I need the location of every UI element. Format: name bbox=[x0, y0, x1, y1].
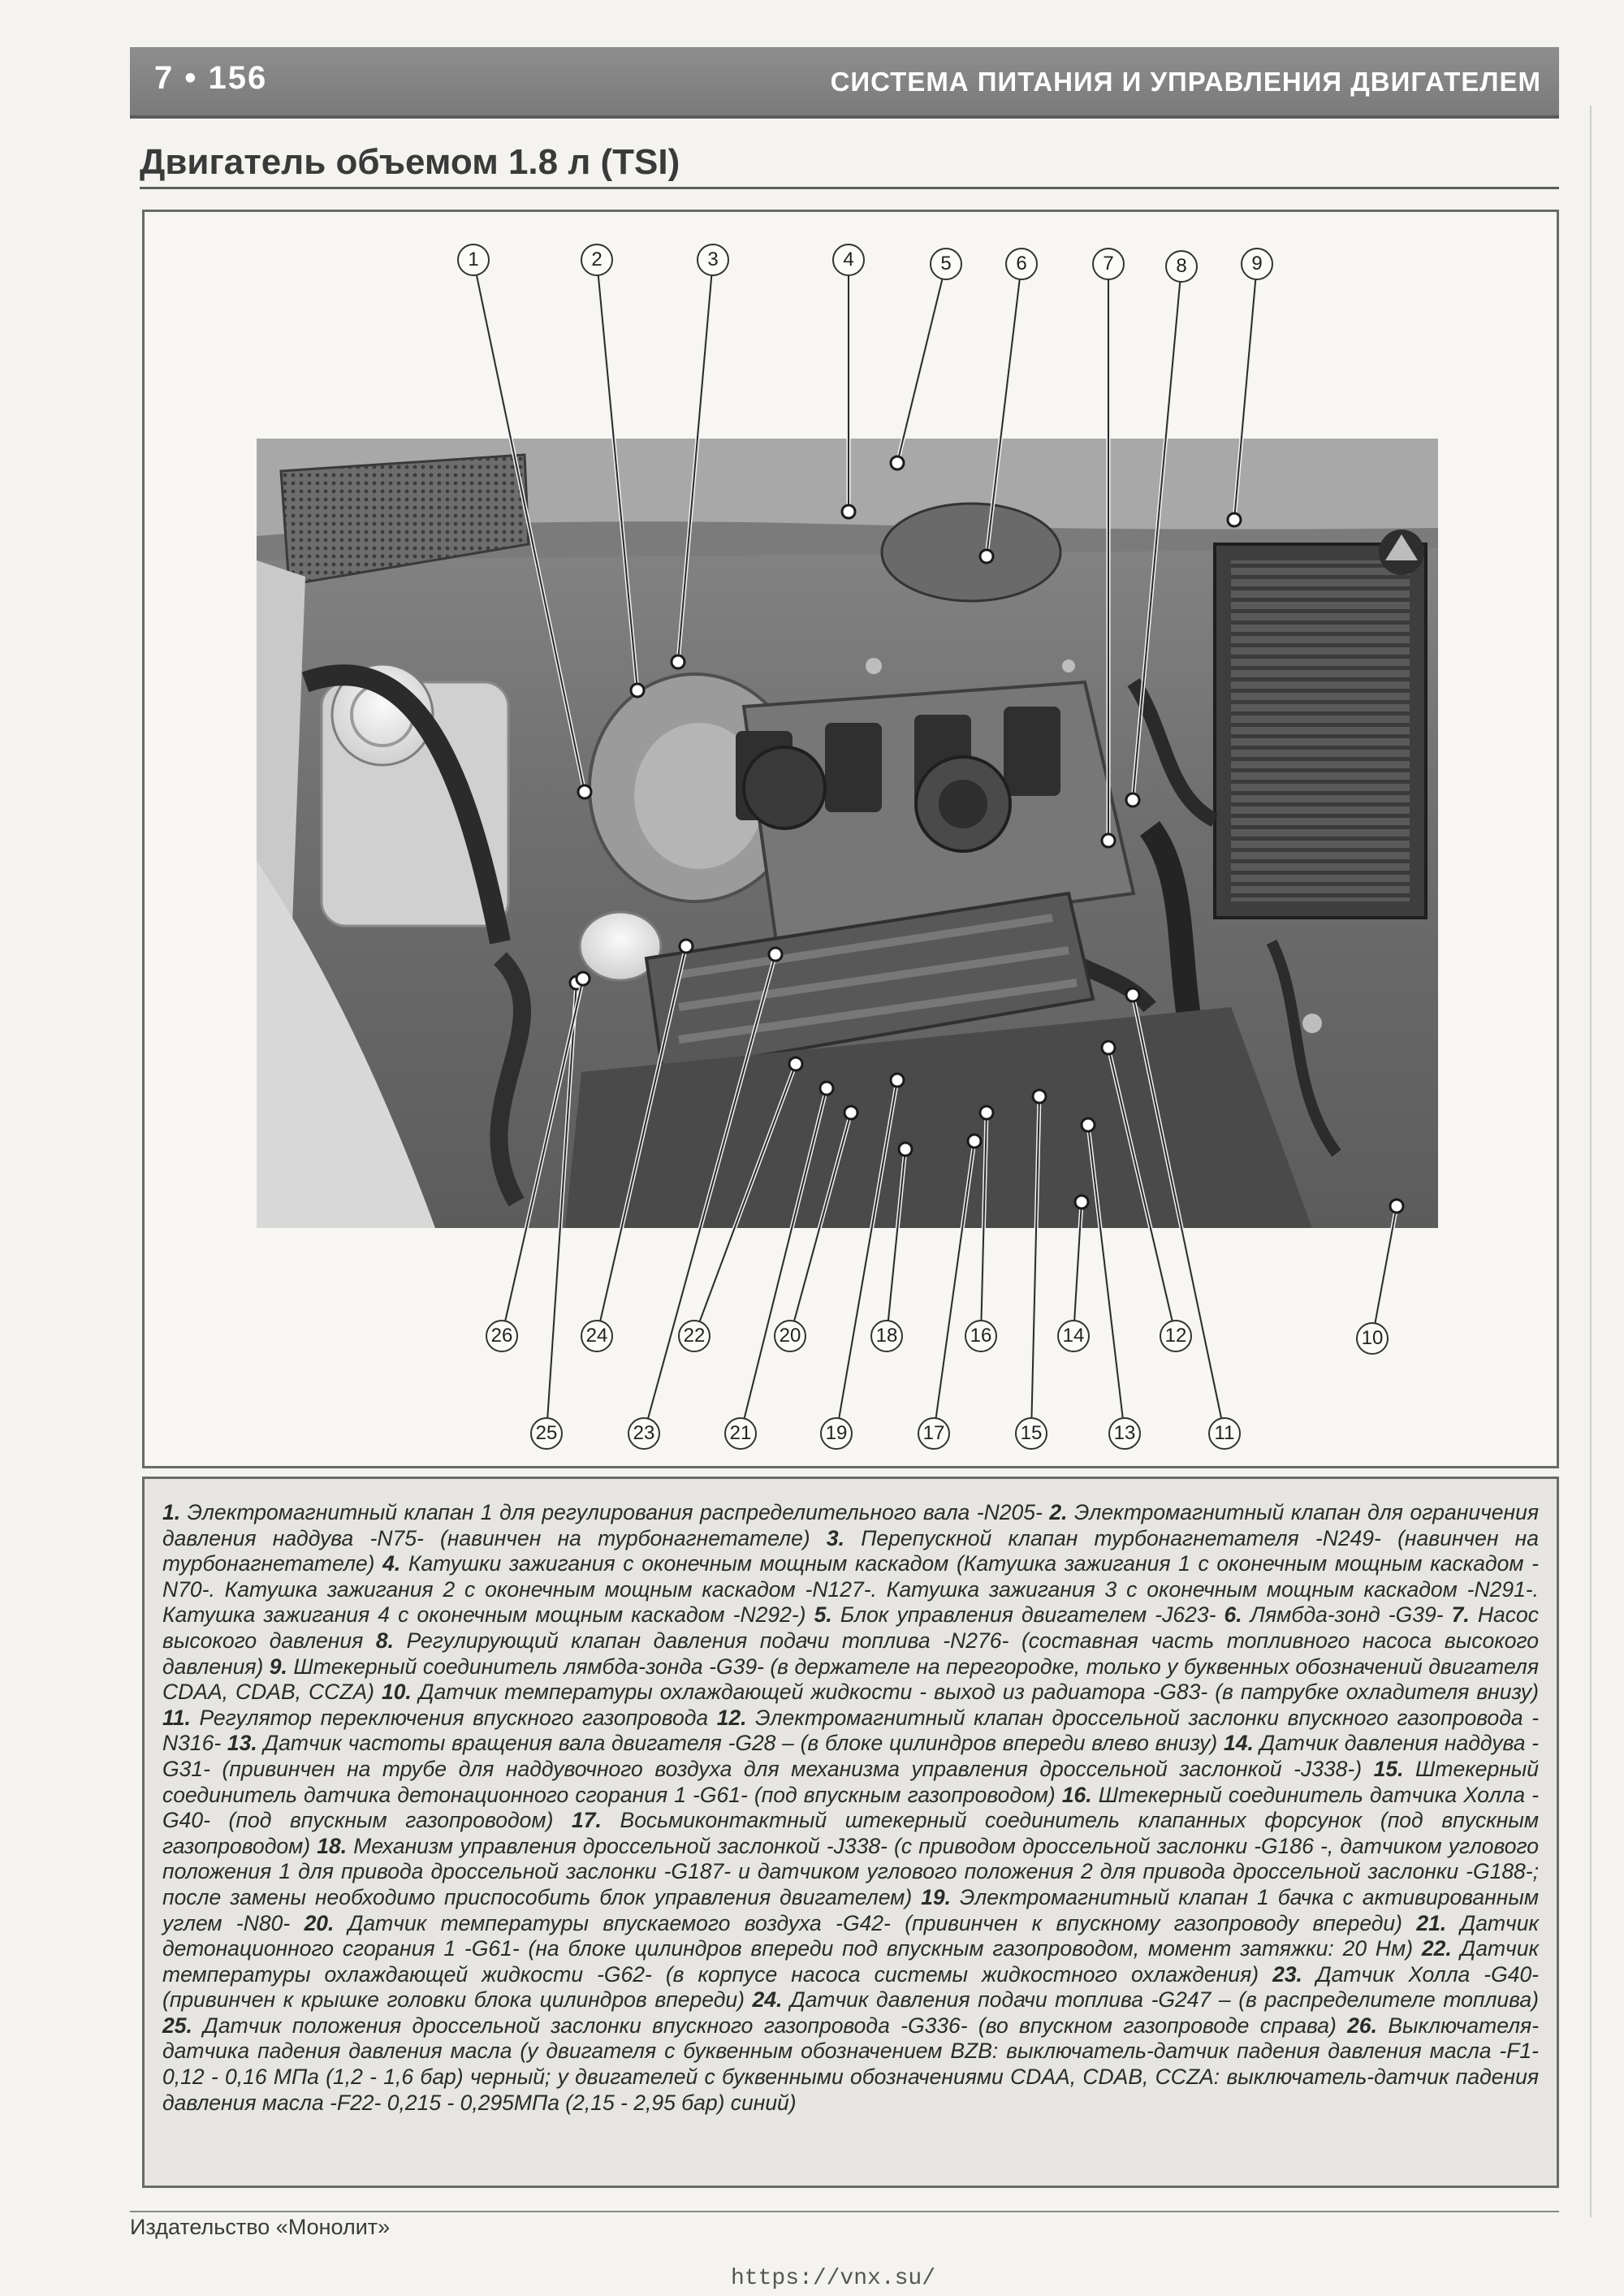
caption-item-text: Электромагнитный клапан 1 для регулирова… bbox=[187, 1500, 1050, 1524]
caption-item-number: 15. bbox=[1373, 1756, 1415, 1781]
caption-item-number: 26. bbox=[1347, 2013, 1389, 2038]
callout-badge-20: 20 bbox=[774, 1320, 806, 1352]
callout-badge-1: 1 bbox=[457, 244, 490, 276]
caption-item-number: 25. bbox=[162, 2013, 204, 2038]
publisher-name: Издательство «Монолит» bbox=[130, 2215, 391, 2239]
caption-item-text: Датчик температуры впускаемого воздуха -… bbox=[348, 1910, 1417, 1935]
caption-item-text: Штекерный соединитель датчика детонацион… bbox=[162, 1756, 1540, 1807]
engine-photo bbox=[257, 439, 1438, 1228]
caption-item-text: Восьмиконтактный штекерный соединитель к… bbox=[162, 1808, 1539, 1858]
callout-badge-12: 12 bbox=[1160, 1320, 1192, 1352]
source-link[interactable]: https://vnx.su/ bbox=[731, 2266, 936, 2291]
callout-badge-25: 25 bbox=[530, 1417, 563, 1450]
callout-badge-21: 21 bbox=[724, 1417, 757, 1450]
callout-badge-8: 8 bbox=[1165, 250, 1198, 283]
caption-item-text: Датчик положения дроссельной заслонки вп… bbox=[203, 2013, 1348, 2038]
callout-badge-4: 4 bbox=[832, 244, 865, 276]
caption-item-number: 23. bbox=[1272, 1961, 1316, 1987]
callout-badge-13: 13 bbox=[1108, 1417, 1141, 1450]
page-margin-line bbox=[1590, 106, 1592, 2217]
caption-item-text: Штекерный соединитель лямбда-зонда -G39-… bbox=[162, 1654, 1540, 1705]
caption-item-number: 1. bbox=[162, 1500, 188, 1524]
caption-item-text: Датчик температуры охлаждающей жидкости … bbox=[162, 1936, 1539, 1987]
callout-badge-24: 24 bbox=[581, 1320, 613, 1352]
caption-item-number: 7. bbox=[1451, 1602, 1478, 1628]
callout-badge-6: 6 bbox=[1005, 248, 1038, 280]
callout-badge-7: 7 bbox=[1092, 248, 1125, 280]
caption-item-number: 14. bbox=[1223, 1731, 1260, 1756]
caption-item-text: Механизм управления дроссельной заслонко… bbox=[162, 1833, 1539, 1909]
caption-item-text: Штекерный соединитель датчика Холла -G40… bbox=[162, 1782, 1540, 1833]
callout-badge-18: 18 bbox=[870, 1320, 903, 1352]
caption-item-text: Датчик температуры охлаждающей жидкости … bbox=[418, 1680, 1539, 1705]
callout-badge-9: 9 bbox=[1241, 248, 1273, 280]
section-title: СИСТЕМА ПИТАНИЯ И УПРАВЛЕНИЯ ДВИГАТЕЛЕМ bbox=[830, 67, 1541, 97]
caption-item-number: 4. bbox=[382, 1551, 408, 1576]
caption-item-text: Выключателя-датчика падения давления мас… bbox=[162, 2013, 1540, 2115]
caption-item-text: Лямбда-зонд -G39- bbox=[1250, 1602, 1452, 1628]
caption-item-number: 9. bbox=[269, 1654, 294, 1679]
callout-badge-26: 26 bbox=[486, 1320, 518, 1352]
caption-item-text: Катушки зажигания с оконечным мощным кас… bbox=[162, 1551, 1540, 1628]
caption-item-number: 19. bbox=[921, 1884, 960, 1909]
caption-item-number: 3. bbox=[826, 1525, 862, 1550]
caption-item-number: 17. bbox=[572, 1808, 620, 1833]
callout-badge-14: 14 bbox=[1057, 1320, 1090, 1352]
page-header: 7 • 156 СИСТЕМА ПИТАНИЯ И УПРАВЛЕНИЯ ДВИ… bbox=[130, 47, 1559, 119]
caption-item-text: Блок управления двигателем -J623- bbox=[840, 1602, 1224, 1628]
caption-item-text: Датчик давления подачи топлива -G247 – (… bbox=[790, 1987, 1539, 2013]
callout-badge-5: 5 bbox=[930, 248, 962, 280]
page-number: 7 • 156 bbox=[154, 60, 268, 96]
caption-item-number: 5. bbox=[814, 1602, 840, 1628]
callout-badge-15: 15 bbox=[1015, 1417, 1047, 1450]
caption-item-text: Датчик Холла -G40- (привинчен к крышке г… bbox=[162, 1961, 1540, 2013]
caption-item-number: 6. bbox=[1224, 1602, 1250, 1628]
caption-item-text: Перепускной клапан турбонагнетателя -N24… bbox=[162, 1525, 1539, 1576]
callout-badge-3: 3 bbox=[697, 244, 729, 276]
caption-item-number: 11. bbox=[162, 1705, 200, 1730]
footer-divider bbox=[130, 2211, 1559, 2212]
caption-item-number: 16. bbox=[1061, 1782, 1099, 1807]
caption-item-number: 12. bbox=[716, 1705, 756, 1730]
callout-badge-11: 11 bbox=[1208, 1417, 1241, 1450]
document-title: Двигатель объемом 1.8 л (TSI) bbox=[140, 142, 680, 182]
caption-item-number: 24. bbox=[752, 1987, 790, 2013]
caption-item-number: 2. bbox=[1049, 1500, 1074, 1524]
caption-item-text: Датчик частоты вращения вала двигателя -… bbox=[263, 1731, 1224, 1756]
callout-badge-22: 22 bbox=[678, 1320, 710, 1352]
caption-item-text: Электромагнитный клапан для ограничения … bbox=[162, 1500, 1539, 1550]
caption-item-text: Регулятор переключения впускного газопро… bbox=[199, 1705, 717, 1730]
callout-badge-23: 23 bbox=[628, 1417, 660, 1450]
caption-item-text: Датчик давления наддува -G31- (привинчен… bbox=[162, 1731, 1540, 1781]
title-divider bbox=[140, 187, 1559, 189]
caption-item-number: 21. bbox=[1416, 1910, 1461, 1935]
callout-badge-2: 2 bbox=[581, 244, 613, 276]
caption-item-number: 18. bbox=[317, 1833, 354, 1858]
callout-badge-10: 10 bbox=[1356, 1322, 1389, 1355]
callout-badge-16: 16 bbox=[965, 1320, 997, 1352]
caption-item-number: 20. bbox=[304, 1910, 348, 1935]
caption-item-text: Электромагнитный клапан 1 бачка с активи… bbox=[162, 1884, 1539, 1935]
callout-badge-19: 19 bbox=[820, 1417, 853, 1450]
caption-item-text: Электромагнитный клапан дроссельной засл… bbox=[162, 1705, 1540, 1756]
caption-item-text: Датчик детонационного сгорания 1 -G61- (… bbox=[162, 1910, 1539, 1961]
caption-item-number: 13. bbox=[227, 1731, 264, 1756]
callout-badge-17: 17 bbox=[918, 1417, 950, 1450]
caption-item-number: 8. bbox=[375, 1628, 407, 1653]
caption-item-text: Регулирующий клапан давления подачи топл… bbox=[162, 1628, 1540, 1679]
caption-paragraph: 1. Электромагнитный клапан 1 для регулир… bbox=[162, 1500, 1539, 2116]
figure-caption: 1. Электромагнитный клапан 1 для регулир… bbox=[142, 1477, 1559, 2188]
caption-item-number: 10. bbox=[381, 1680, 419, 1705]
caption-item-number: 22. bbox=[1421, 1936, 1461, 1961]
caption-item-text: Насос высокого давления bbox=[162, 1602, 1540, 1653]
